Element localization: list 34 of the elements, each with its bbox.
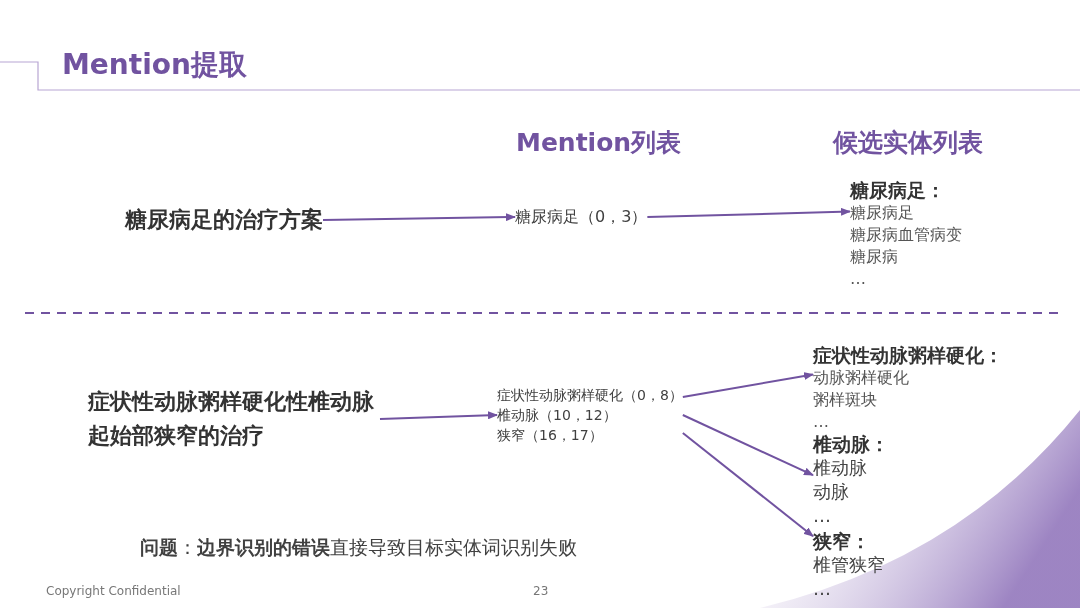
column-heading: Mention列表 [516,127,682,159]
candidate-item: 椎动脉 [813,456,868,480]
candidate-item: 椎管狭窄 [813,553,885,577]
mention-item: 狭窄（16，17） [497,426,604,445]
candidate-item: … [813,504,832,528]
candidate-item: 糖尿病血管病变 [850,224,962,246]
entity-heading: 椎动脉： [813,432,889,456]
arrow [681,372,814,398]
mention-item: 症状性动脉粥样硬化（0，8） [497,386,683,405]
footer-text: Copyright Confidential [46,584,181,598]
problem-note: 问题：边界识别的错误直接导致目标实体词识别失败 [140,535,577,560]
query-text: 糖尿病足的治疗方案 [125,203,323,237]
mention-text: 糖尿病足（0，3） [515,206,648,228]
entity-heading: 糖尿病足： [850,178,946,202]
candidate-item: 粥样斑块 [813,389,878,411]
entity-heading: 狭窄： [813,529,871,553]
candidate-item: 动脉粥样硬化 [813,367,910,389]
arrow [646,207,851,218]
slide-title: Mention提取 [62,47,247,83]
arrow [681,414,814,477]
candidate-item: 糖尿病 [850,246,899,268]
arrow [681,432,814,538]
candidate-item: 动脉 [813,480,850,504]
entity-heading: 症状性动脉粥样硬化： [813,343,1003,367]
arrow [322,213,516,222]
candidate-item: 糖尿病足 [850,202,915,224]
candidate-item: … [850,268,867,290]
query-text: 症状性动脉粥样硬化性椎动脉起始部狭窄的治疗 [88,385,380,453]
arrow [379,411,498,420]
candidate-item: … [813,411,830,433]
mention-item: 椎动脉（10，12） [497,406,618,425]
page-number: 23 [533,584,549,598]
candidate-item: … [813,577,832,601]
column-heading: 候选实体列表 [833,127,983,159]
